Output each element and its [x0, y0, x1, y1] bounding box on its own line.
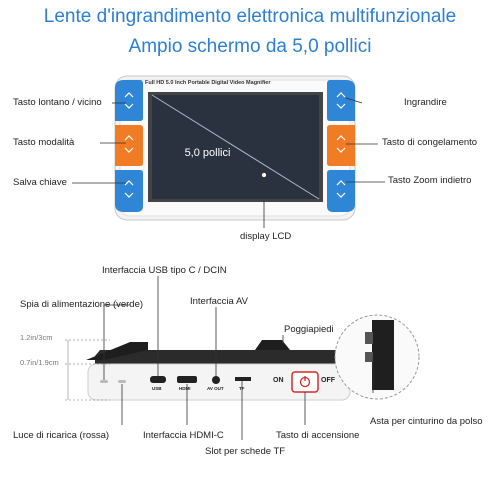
freeze-button — [327, 125, 355, 166]
label-feet: Poggiapiedi — [284, 324, 334, 335]
label-zoom-back-key: Tasto Zoom indietro — [388, 175, 472, 186]
page-title: Lente d'ingrandimento elettronica multif… — [43, 6, 457, 27]
distance-button — [115, 80, 143, 121]
label-mode-key: Tasto modalità — [13, 137, 75, 148]
port-label-hdmi: HDMI — [179, 386, 191, 391]
switch-off-label: OFF — [321, 377, 335, 384]
charge-led — [118, 380, 126, 383]
label-hdmi-port: Interfaccia HDMI-C — [143, 430, 224, 441]
save-button — [115, 170, 143, 212]
mode-button — [115, 125, 143, 166]
zoom-back-button — [327, 170, 355, 212]
screen-diagonal — [151, 94, 320, 200]
usb-port — [150, 376, 166, 383]
port-label-usb: USB — [152, 386, 162, 391]
label-distance-key: Tasto lontano / vicino — [13, 97, 102, 108]
foot-right — [255, 340, 290, 350]
foot-left — [86, 342, 148, 360]
label-tf-slot: Slot per schede TF — [205, 446, 286, 457]
label-av-port: Interfaccia AV — [190, 296, 248, 307]
port-label-av: AV OUT — [207, 386, 224, 391]
label-power-key: Tasto di accensione — [276, 430, 360, 441]
tf-slot — [235, 377, 251, 381]
screen-size-label: 5,0 pollici — [184, 147, 231, 159]
label-power-led: Spia di alimentazione (verde) — [20, 299, 144, 310]
label-lcd: display LCD — [240, 231, 292, 242]
power-switch — [291, 371, 319, 393]
page-subtitle: Ampio schermo da 5,0 pollici — [128, 36, 372, 57]
label-strap-rod: Asta per cinturino da polso — [370, 416, 483, 427]
device-model-text: Full HD 5.0 Inch Portable Digital Video … — [145, 80, 271, 86]
dimension-height-2: 0.7in/1.9cm — [20, 358, 59, 367]
switch-on-label: ON — [273, 377, 284, 384]
label-zoom-in: Ingrandire — [404, 97, 447, 108]
hdmi-port — [177, 376, 197, 383]
dimension-height-1: 1.2in/3cm — [20, 333, 53, 342]
av-port — [212, 376, 220, 384]
label-save-key: Salva chiave — [13, 177, 67, 188]
label-charge-led: Luce di ricarica (rossa) — [13, 430, 110, 441]
label-freeze-key: Tasto di congelamento — [382, 137, 478, 148]
power-led — [100, 380, 108, 383]
zoom-in-button — [327, 80, 355, 121]
strap-detail-body — [372, 320, 394, 390]
port-label-tf: TF — [239, 386, 245, 391]
label-usb-port: Interfaccia USB tipo C / DCIN — [102, 265, 227, 276]
